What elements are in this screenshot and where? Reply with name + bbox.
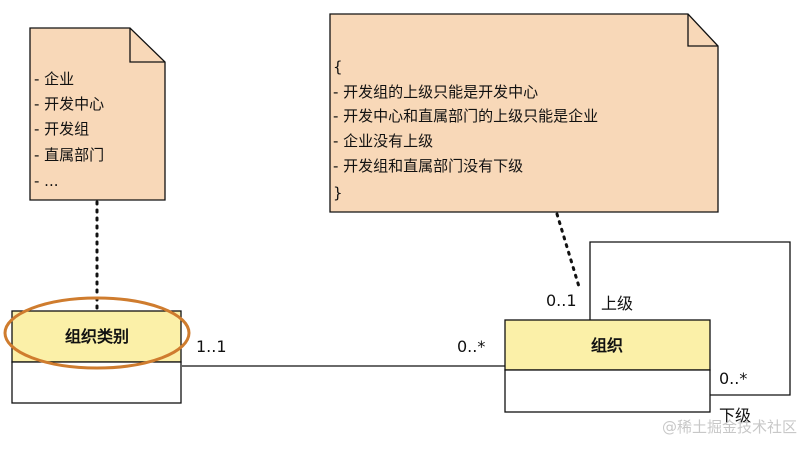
self-association-line (589, 241, 791, 396)
left-note-line-1: - 企业 (34, 70, 74, 88)
class-org-category-name: 组织类别 (65, 327, 129, 346)
right-note-connector (555, 212, 582, 292)
right-note-line-2: - 开发组的上级只能是开发中心 (333, 83, 538, 101)
child-role-label: 下级 (719, 406, 751, 425)
child-multiplicity-label: 0..* (719, 369, 747, 388)
right-note: { - 开发组的上级只能是开发中心 - 开发中心和直属部门的上级只能是企业 - … (329, 13, 719, 213)
class-org: 组织 (504, 319, 711, 413)
left-note-line-3: - 开发组 (34, 120, 89, 138)
left-note-body (29, 27, 166, 201)
org-multiplicity-label: 0..* (457, 337, 485, 356)
right-note-line-3: - 开发中心和直属部门的上级只能是企业 (333, 107, 598, 125)
right-note-line-6: } (333, 184, 343, 202)
left-note: - 企业 - 开发中心 - 开发组 - 直属部门 - ... (29, 27, 166, 201)
parent-role-label: 上级 (601, 294, 633, 313)
left-note-fold (129, 28, 165, 63)
right-note-line-5: - 开发组和直属部门没有下级 (333, 157, 523, 175)
left-note-line-4: - 直属部门 (34, 146, 104, 164)
class-org-name: 组织 (591, 336, 623, 355)
class-org-category-header (11, 310, 182, 363)
category-multiplicity-label: 1..1 (196, 337, 227, 356)
right-note-line-4: - 企业没有上级 (333, 132, 433, 150)
class-org-category: 组织类别 (11, 310, 182, 404)
right-note-body (329, 13, 719, 213)
highlight-ellipse (3, 296, 191, 370)
right-note-fold (687, 14, 718, 47)
parent-multiplicity-label: 0..1 (546, 291, 577, 310)
watermark-text: @稀土掘金技术社区 (662, 418, 797, 436)
left-note-line-5: - ... (34, 172, 59, 190)
left-note-line-2: - 开发中心 (34, 95, 104, 113)
class-org-body (504, 369, 711, 413)
class-org-header (504, 319, 711, 371)
right-note-line-1: { (333, 58, 343, 76)
